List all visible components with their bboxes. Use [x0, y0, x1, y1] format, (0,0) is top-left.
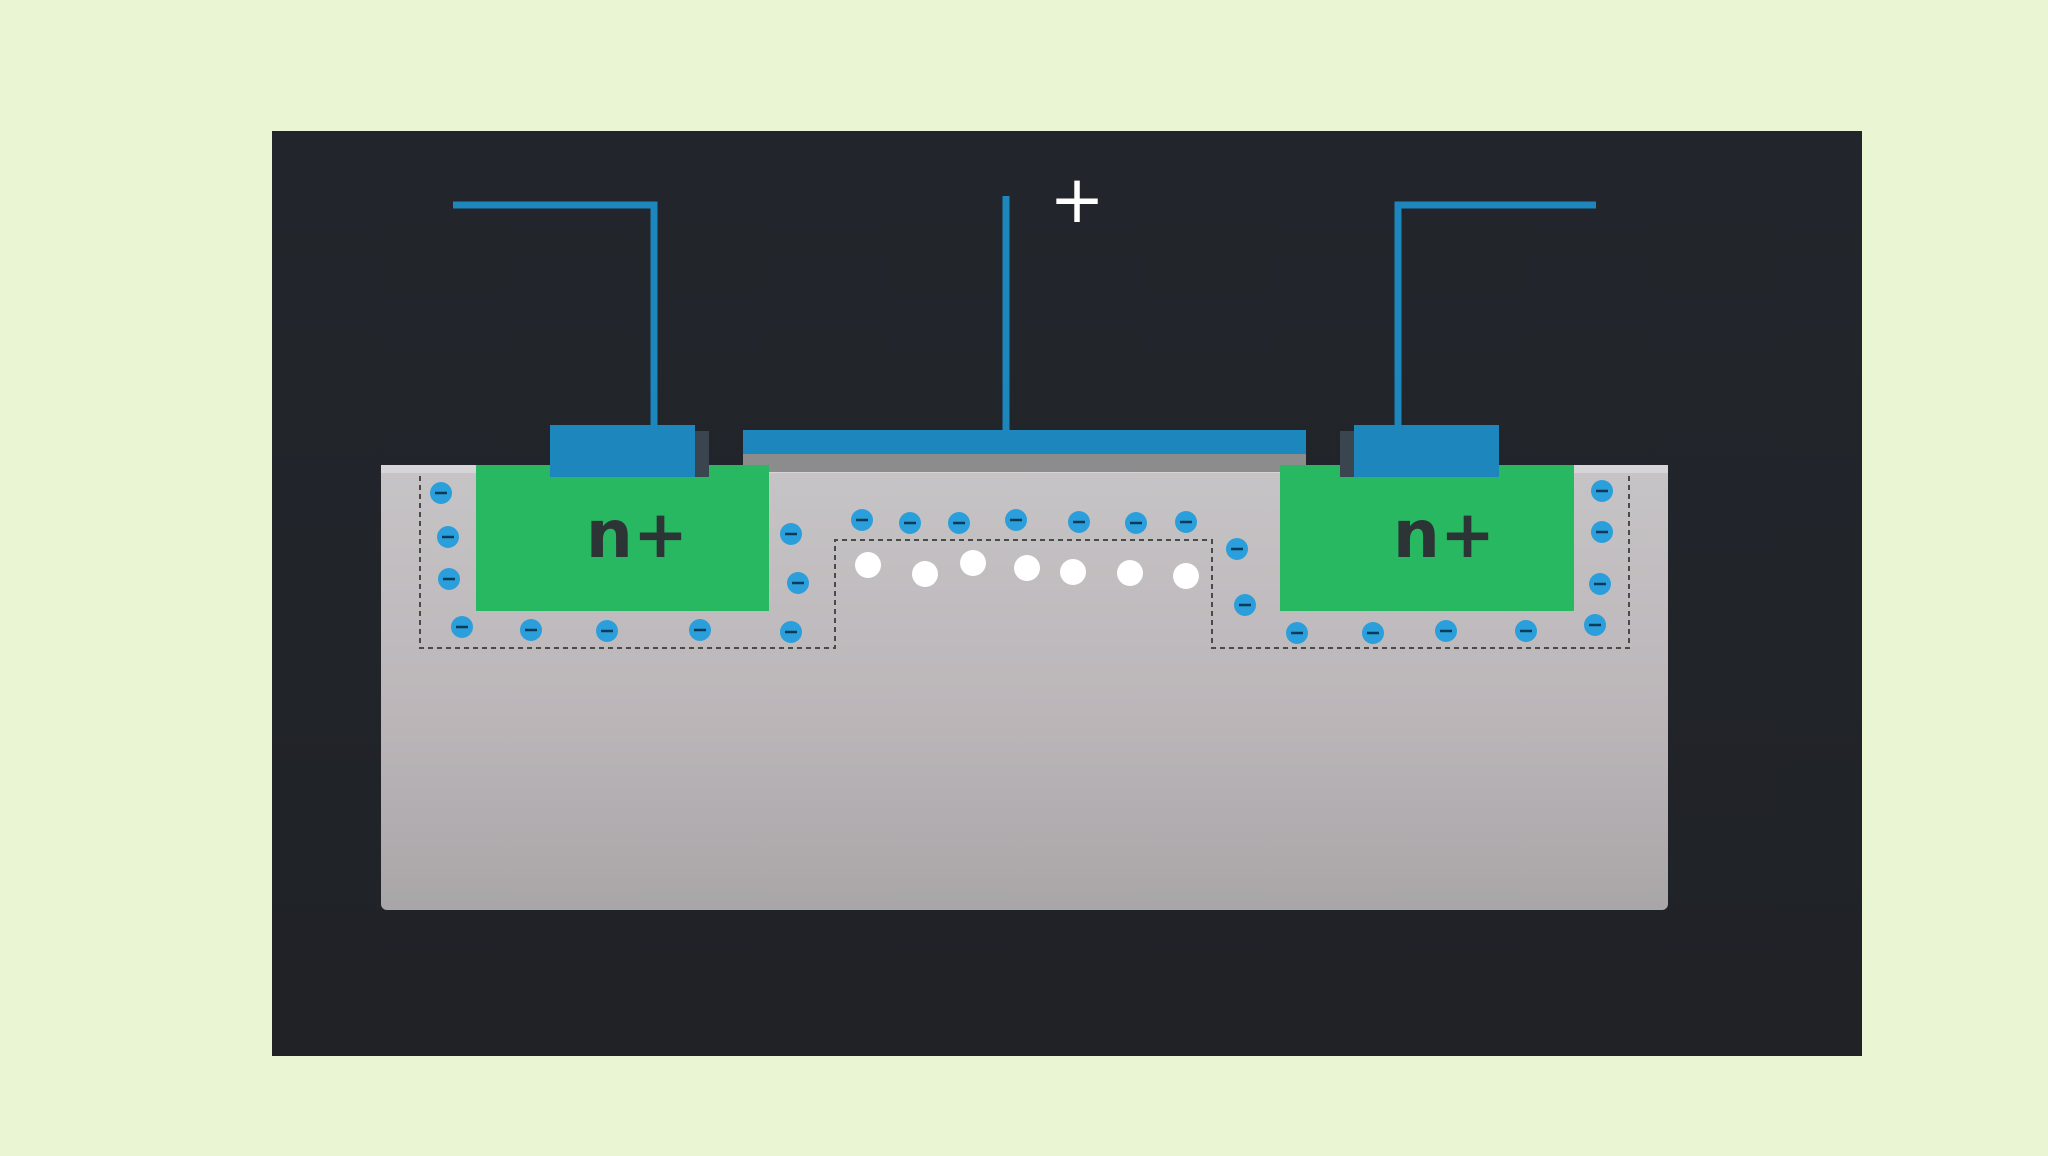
source-wire: [453, 201, 658, 425]
drain-n-plus-region: [1280, 465, 1574, 611]
source-contact-side: [695, 431, 709, 477]
charge-carriers: [430, 480, 1613, 644]
hole-icon: [1014, 555, 1040, 581]
source-contact: [550, 425, 695, 477]
hole-icon: [912, 561, 938, 587]
source-region-label: n+: [586, 496, 688, 573]
source-n-plus-region: [476, 465, 769, 611]
hole-icon: [855, 552, 881, 578]
drain-wire: [1394, 201, 1596, 425]
hole-icon: [960, 550, 986, 576]
hole-icon: [1173, 563, 1199, 589]
depletion-region-outline: [419, 476, 1630, 649]
gate-oxide: [743, 452, 1306, 472]
gate-electrode: [743, 430, 1306, 454]
hole-icon: [1117, 560, 1143, 586]
hole-icon: [1060, 559, 1086, 585]
drain-contact: [1354, 425, 1499, 477]
drain-region-label: n+: [1393, 496, 1495, 573]
gate-voltage-sign: +: [1049, 161, 1104, 238]
drain-contact-side: [1340, 431, 1354, 477]
